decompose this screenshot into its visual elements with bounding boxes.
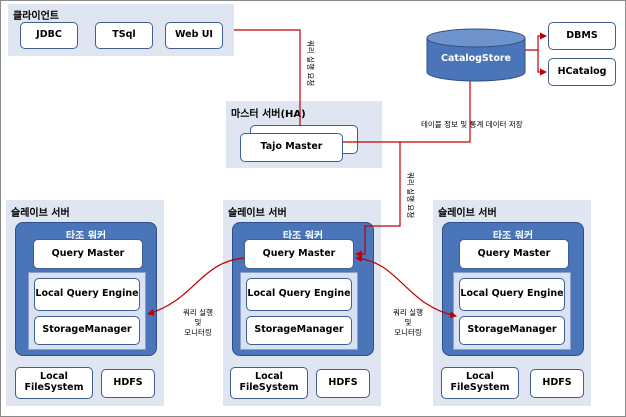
worker-title-2: 타조 워커: [282, 231, 324, 242]
query-master-3: Query Master: [459, 239, 569, 269]
tajo-master-box: Tajo Master: [240, 133, 343, 162]
hcatalog-box: HCatalog: [548, 58, 616, 86]
catalogstore-cylinder: [426, 28, 526, 82]
local-filesystem-1: Local FileSystem: [15, 367, 93, 399]
storage-manager-2: StorageManager: [246, 316, 352, 345]
monitor-right-curve: [355, 255, 457, 319]
jdbc-box: JDBC: [20, 22, 78, 49]
worker-title-1: 타조 워커: [65, 231, 107, 242]
client-title: 클라이언트: [13, 11, 59, 22]
monitor-right-label-3: 모니터링: [394, 328, 422, 337]
catalog-hcatalog-line: [537, 50, 547, 76]
webui-box: Web UI: [165, 22, 223, 49]
slave-title-1: 슬레이브 서버: [11, 208, 70, 219]
hdfs-1: HDFS: [101, 369, 155, 398]
master-title: 마스터 서버(HA): [231, 109, 306, 120]
worker-title-3: 타조 워커: [492, 231, 534, 242]
slave-title-2: 슬레이브 서버: [228, 208, 287, 219]
query-master-2: Query Master: [244, 239, 354, 269]
catalogstore-label: CatalogStore: [441, 53, 511, 64]
client-master-line: [234, 29, 301, 126]
query-master-1: Query Master: [33, 239, 143, 269]
master-query-line: [355, 142, 401, 258]
local-filesystem-3: Local FileSystem: [441, 367, 519, 399]
query-request-label: 쿼리 실행 요청: [306, 40, 315, 87]
hdfs-3: HDFS: [530, 369, 584, 398]
monitor-right-label-2: 및: [404, 318, 412, 327]
dbms-box: DBMS: [548, 22, 616, 50]
hdfs-2: HDFS: [316, 369, 370, 398]
table-stats-label: 테이블 정보 및 통계 데이터 저장: [421, 120, 523, 129]
storage-manager-3: StorageManager: [459, 316, 565, 345]
monitor-left-curve: [147, 257, 245, 316]
catalog-dbms-line: [525, 32, 547, 51]
local-query-engine-3: Local Query Engine: [459, 278, 565, 311]
query-exec-request-label: 쿼리 실행 요청: [406, 172, 415, 219]
local-query-engine-1: Local Query Engine: [34, 278, 140, 311]
local-filesystem-2: Local FileSystem: [230, 367, 308, 399]
master-catalog-line: [343, 80, 471, 143]
monitor-left-label-3: 모니터링: [184, 328, 212, 337]
local-query-engine-2: Local Query Engine: [246, 278, 352, 311]
storage-manager-1: StorageManager: [34, 316, 140, 345]
tsql-box: TSql: [95, 22, 153, 49]
monitor-left-label-2: 및: [194, 318, 202, 327]
monitor-left-label-1: 쿼리 실행: [183, 308, 213, 317]
monitor-right-label-1: 쿼리 실행: [393, 308, 423, 317]
slave-title-3: 슬레이브 서버: [438, 208, 497, 219]
